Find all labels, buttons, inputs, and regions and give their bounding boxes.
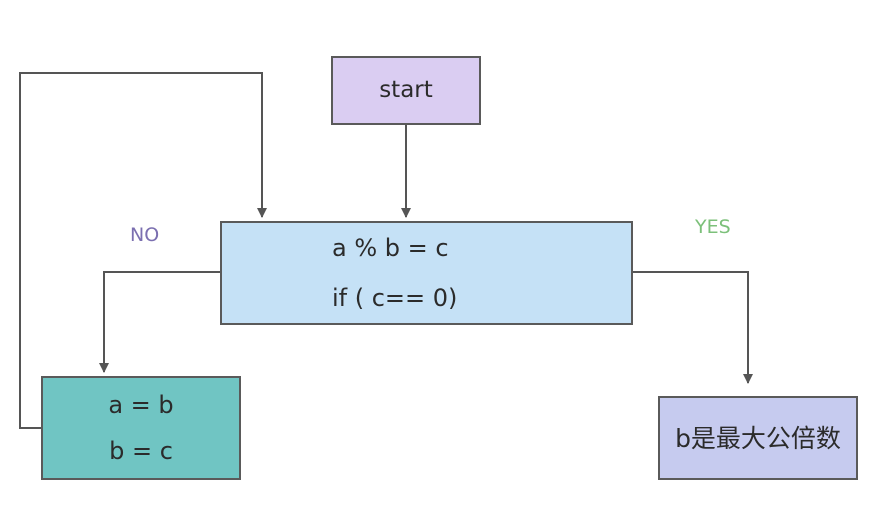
process-node-line-1: a % b = c <box>332 234 449 262</box>
no-branch-label: NO <box>130 224 160 246</box>
start-node-label: start <box>379 77 433 103</box>
swap-node-line-1: a = b <box>108 391 174 419</box>
result-node: b是最大公倍数 <box>658 396 858 480</box>
swap-node: a = b b = c <box>41 376 241 480</box>
process-node-line-2: if ( c== 0) <box>332 284 458 312</box>
edge-swap-loop-to-process <box>19 72 267 429</box>
start-node: start <box>331 56 481 125</box>
edge-process-to-swap <box>99 271 220 373</box>
swap-node-line-2: b = c <box>109 437 173 465</box>
edge-process-to-result <box>633 271 753 384</box>
yes-branch-label: YES <box>695 216 731 238</box>
process-node: a % b = c if ( c== 0) <box>220 221 633 325</box>
result-node-label: b是最大公倍数 <box>675 423 841 453</box>
